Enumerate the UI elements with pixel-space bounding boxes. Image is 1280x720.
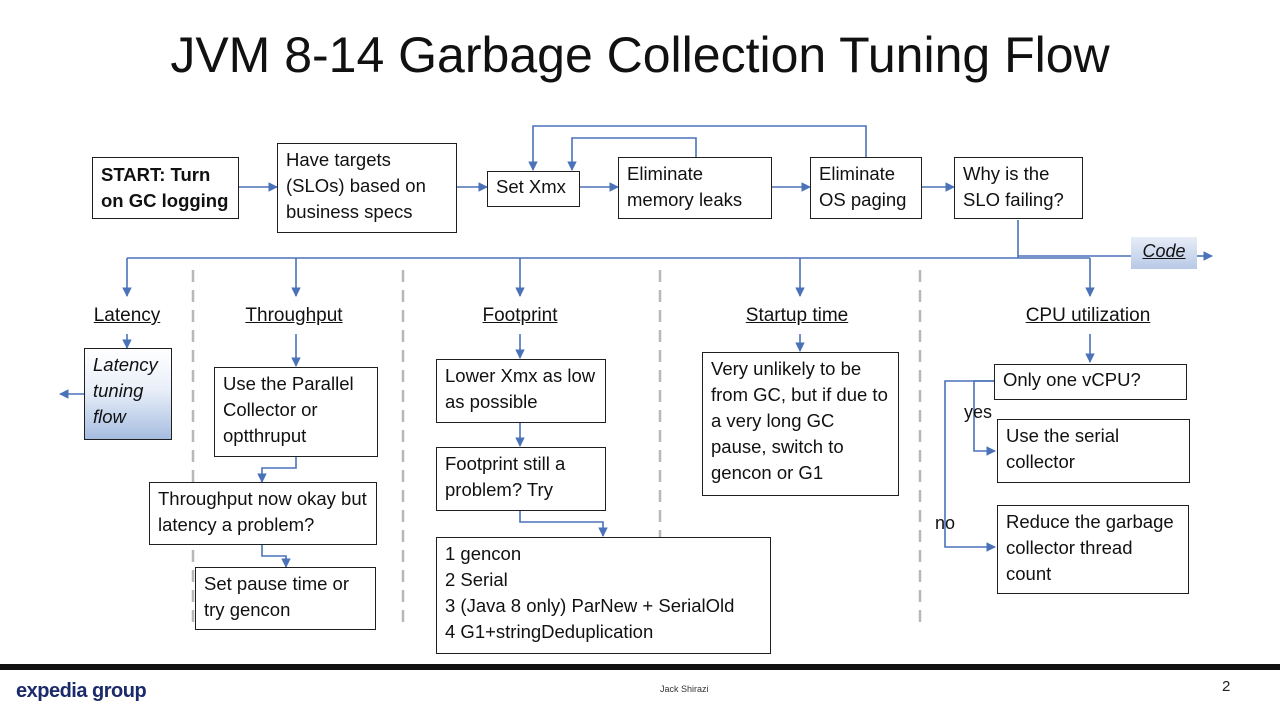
reduce-threads-box: Reduce the garbage collector thread coun…: [997, 505, 1189, 594]
start-box: START: Turn on GC logging: [92, 157, 239, 219]
no-label: no: [935, 513, 956, 533]
footer-bar: [0, 664, 1280, 670]
heading-startup-time: Startup time: [745, 305, 849, 326]
loop-leaks-to-xmx: [567, 137, 697, 171]
heading-latency: Latency: [93, 305, 161, 326]
brand-logo: expedia group: [16, 680, 147, 702]
one-vcpu-box: Only one vCPU?: [994, 364, 1187, 400]
collector-options-box: 1 gencon 2 Serial 3 (Java 8 only) ParNew…: [436, 537, 771, 654]
lower-xmx-box: Lower Xmx as low as possible: [436, 359, 606, 423]
throughput-latency-box: Throughput now okay but latency a proble…: [149, 482, 377, 545]
code-link[interactable]: Code: [1131, 237, 1197, 269]
arrow-footprint-box3: [519, 511, 608, 537]
latency-tuning-flow-box[interactable]: Latency tuning flow: [84, 348, 172, 440]
arrow-cpu-yes: [973, 380, 996, 456]
arrow-throughput-box3: [261, 545, 291, 568]
page-title: JVM 8-14 Garbage Collection Tuning Flow: [170, 27, 1110, 83]
os-paging-box: Eliminate OS paging: [810, 157, 922, 219]
arrow-throughput-box2: [257, 457, 297, 483]
arrow-cpu-no: [944, 380, 996, 552]
author-name: Jack Shirazi: [660, 684, 709, 694]
pause-time-box: Set pause time or try gencon: [195, 567, 376, 630]
set-xmx-box: Set Xmx: [487, 171, 580, 207]
heading-throughput: Throughput: [245, 305, 343, 326]
memory-leaks-box: Eliminate memory leaks: [618, 157, 772, 219]
serial-collector-box: Use the serial collector: [997, 419, 1190, 483]
targets-box: Have targets (SLOs) based on business sp…: [277, 143, 457, 233]
heading-cpu-utilization: CPU utilization: [1025, 305, 1151, 326]
footprint-problem-box: Footprint still a problem? Try: [436, 447, 606, 511]
parallel-collector-box: Use the Parallel Collector or optthruput: [214, 367, 378, 457]
heading-footprint: Footprint: [482, 305, 558, 326]
startup-advice-box: Very unlikely to be from GC, but if due …: [702, 352, 899, 496]
yes-label: yes: [964, 402, 993, 422]
page-number: 2: [1222, 678, 1231, 695]
why-failing-box: Why is the SLO failing?: [954, 157, 1083, 219]
loop-paging-to-xmx: [528, 125, 867, 171]
